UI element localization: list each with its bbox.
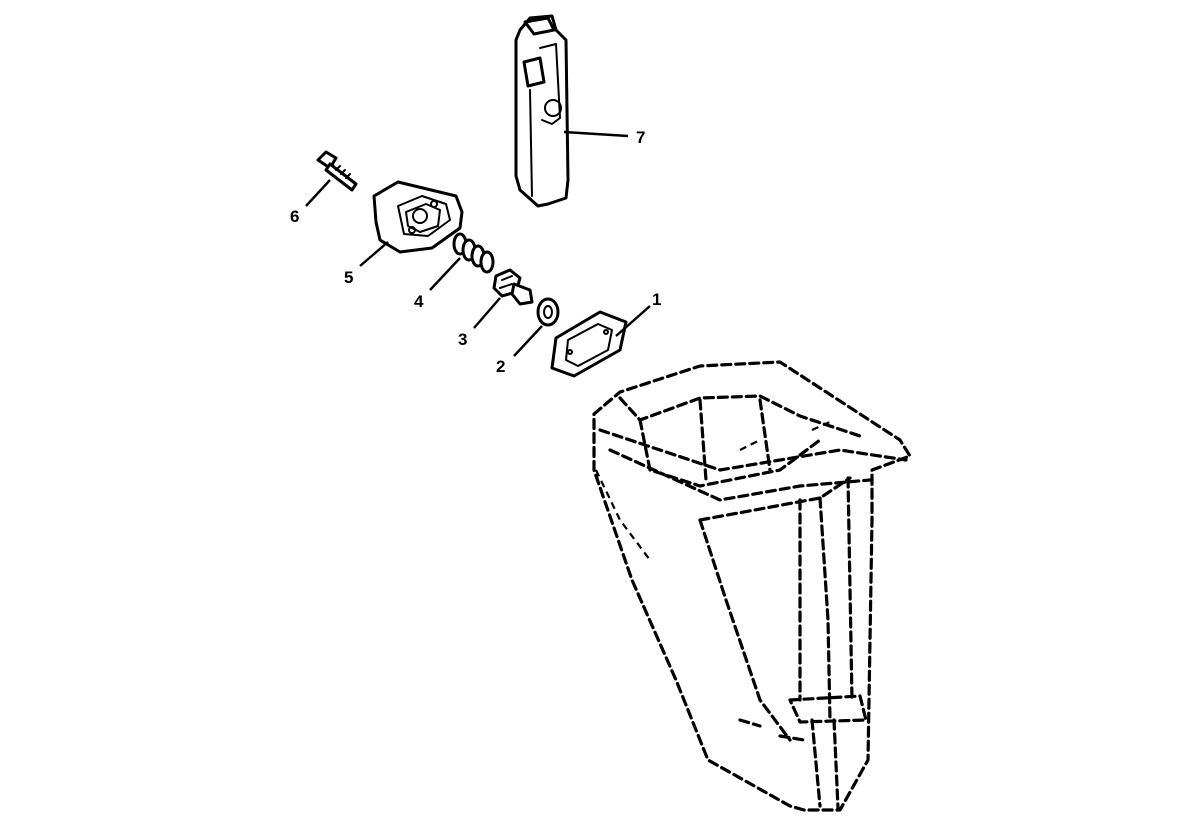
callout-2: 2	[496, 357, 505, 376]
part-5-housing	[372, 180, 464, 254]
callout-1: 1	[652, 290, 661, 309]
callout-labels: 7 6 5 4 3 2 1	[290, 128, 661, 376]
callout-5: 5	[344, 268, 353, 287]
leader-3	[473, 297, 501, 329]
leader-4	[429, 257, 461, 291]
leader-lines	[305, 130, 651, 357]
part-4-spring	[452, 232, 495, 274]
leader-6	[305, 179, 331, 207]
leader-7	[563, 130, 629, 138]
part-1-gasket	[550, 310, 628, 378]
driveshaft-housing-outline	[592, 360, 912, 812]
part-7-cover	[514, 14, 570, 208]
part-6-screw	[316, 150, 358, 192]
callout-7: 7	[636, 128, 645, 147]
part-2-washer	[536, 297, 560, 327]
callout-4: 4	[414, 292, 424, 311]
leader-1	[615, 305, 651, 337]
leader-2	[513, 325, 543, 357]
leader-5	[359, 241, 389, 267]
part-3-fitting	[492, 268, 534, 306]
callout-6: 6	[290, 207, 299, 226]
callout-3: 3	[458, 330, 467, 349]
